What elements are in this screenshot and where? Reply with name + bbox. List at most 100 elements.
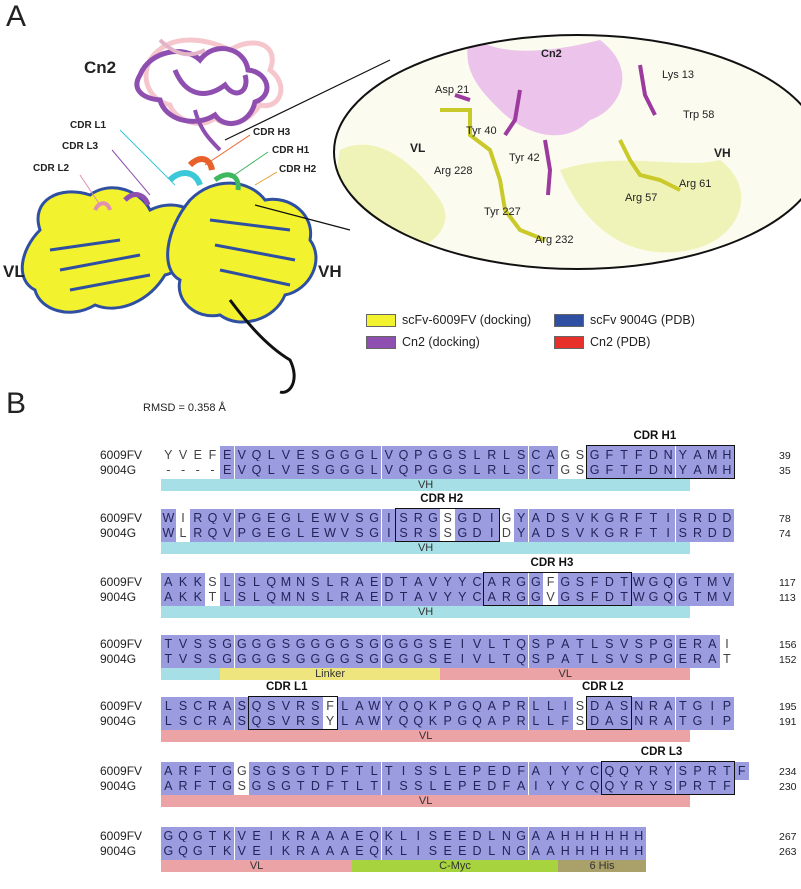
residue-cell: P [690, 762, 705, 780]
residue-cell: C [587, 762, 602, 780]
residue-cell: L [337, 712, 353, 730]
residue-cell: G [366, 635, 382, 653]
residue-cell: A [410, 588, 426, 606]
residue-cell: I [181, 511, 185, 525]
residue-cell: R [499, 588, 514, 606]
residue-cell: P [499, 697, 514, 715]
residue-cell: L [528, 697, 544, 715]
residue-cell: P [543, 650, 558, 668]
residue-cell: R [646, 712, 661, 730]
residue-cell: S [234, 588, 250, 606]
residue-arg232: Arg 232 [535, 234, 574, 246]
residue-cell: L [293, 524, 308, 542]
residue-cell: T [690, 573, 705, 591]
residue-cell: G [660, 635, 676, 653]
residue-cell: G [278, 524, 294, 542]
residue-cell: P [410, 461, 426, 479]
residue-cell: E [440, 650, 455, 668]
residue-cell: E [352, 842, 367, 860]
residue-cell: A [161, 588, 176, 606]
residue-cell: S [631, 650, 647, 668]
residue-cell: G [337, 461, 353, 479]
residue-cell: G [249, 509, 264, 527]
residue-cell: G [602, 509, 617, 527]
residue-cell: R [293, 827, 308, 845]
residue-cell: E [440, 842, 455, 860]
seq-position: 117 [779, 577, 796, 589]
residue-cell: R [513, 697, 529, 715]
residue-cell: P [440, 697, 455, 715]
residue-cell: T [208, 590, 217, 604]
residue-cell: L [484, 650, 500, 668]
residue-cell: T [205, 762, 220, 780]
residue-cell: E [440, 827, 455, 845]
residue-cell: Y [557, 777, 573, 795]
residue-cell: G [366, 524, 382, 542]
residue-cell: A [660, 697, 676, 715]
cdr-box [601, 761, 736, 795]
residue-cell: F [602, 446, 617, 464]
residue-cell: S [352, 509, 367, 527]
residue-cell: Q [469, 712, 485, 730]
residue-cell: E [455, 827, 470, 845]
residue-cell: S [308, 697, 323, 715]
residue-cell: G [690, 712, 705, 730]
residue-cell: K [278, 842, 294, 860]
residue-cell: D [308, 777, 323, 795]
residue-cell: T [704, 777, 720, 795]
residue-cell: I [410, 842, 426, 860]
residue-cell: R [190, 524, 206, 542]
residue-cell: Q [602, 762, 617, 780]
residue-cell: V [234, 446, 250, 464]
residue-cell: D [719, 509, 735, 527]
legend-label-3: Cn2 (PDB) [590, 335, 651, 349]
residue-cell: T [616, 461, 632, 479]
residue-cell: P [455, 777, 470, 795]
seq-name: 9004G [100, 652, 137, 666]
residue-cell: G [234, 635, 250, 653]
residue-cell: Q [410, 697, 426, 715]
residue-cell: L [366, 762, 382, 780]
residue-cell: N [499, 827, 514, 845]
residue-cell: A [352, 588, 367, 606]
residue-cell: R [175, 762, 191, 780]
cdr-l2-label: CDR L2 [33, 163, 70, 174]
residue-cell: G [396, 635, 411, 653]
cdr-l1-label: CDR L1 [70, 120, 107, 131]
residue-cell: Q [660, 573, 676, 591]
residue-cell: S [675, 762, 691, 780]
domain-bar: VH [161, 606, 691, 618]
residue-cell: S [455, 461, 470, 479]
residue-cell: D [602, 588, 617, 606]
residue-cell: L [499, 446, 514, 464]
residue-cell: G [366, 650, 382, 668]
seq-name: 9004G [100, 590, 137, 604]
residue-cell: S [557, 524, 573, 542]
residue-cell: Y [543, 777, 558, 795]
residue-cell: G [690, 697, 705, 715]
residue-cell: P [646, 635, 661, 653]
residue-cell: G [293, 635, 308, 653]
residue-cell: Y [557, 762, 573, 780]
residue-cell: Y [616, 777, 632, 795]
residue-cell: G [161, 842, 176, 860]
residue-cell: V [381, 461, 397, 479]
residue-cell: S [443, 511, 452, 525]
residue-cell: S [410, 762, 426, 780]
residue-cell: - [166, 463, 171, 477]
residue-cell: K [219, 842, 235, 860]
residue-cell: D [469, 524, 485, 542]
residue-cell: G [425, 509, 441, 527]
residue-cell: Y [513, 524, 529, 542]
residue-cell: G [455, 524, 470, 542]
residue-cell: L [543, 712, 558, 730]
residue-cell: L [366, 461, 382, 479]
residue-cell: T [499, 635, 514, 653]
residue-cell: R [616, 509, 632, 527]
seq-position: 267 [779, 831, 797, 843]
residue-cell: W [161, 509, 176, 527]
residue-cell: C [190, 712, 206, 730]
